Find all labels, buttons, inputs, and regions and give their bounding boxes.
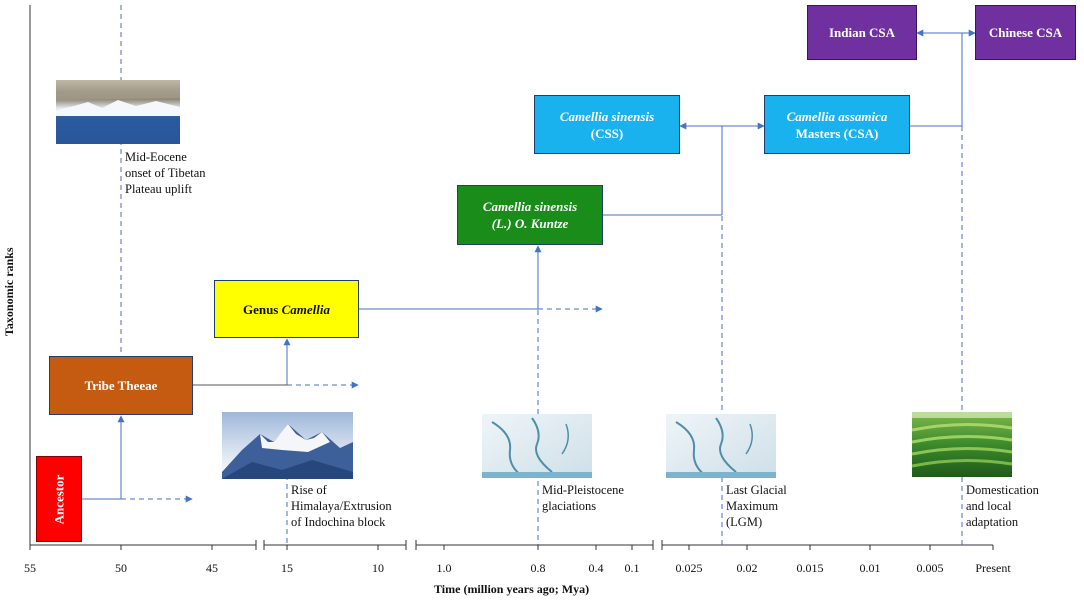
tick-label: 45 <box>206 561 218 575</box>
event-pleistocene-caption: Mid-Pleistocene glaciations <box>542 482 624 514</box>
tea-plantation-photo <box>912 412 1012 477</box>
event-domestication-caption: Domestication and local adaptation <box>966 482 1039 530</box>
csa-box: Camellia assamica Masters (CSA) <box>764 95 910 154</box>
chinese-csa-box: Chinese CSA <box>975 5 1076 60</box>
y-axis-title: Taxonomic ranks <box>2 247 16 336</box>
tick-label: 0.025 <box>675 561 703 575</box>
caption-line: of Indochina block <box>291 515 386 529</box>
ancestor-label: Ancestor <box>51 474 67 524</box>
caption-line: Himalaya/Extrusion <box>291 499 392 513</box>
css-box: Camellia sinensis (CSS) <box>534 95 680 154</box>
genus-camellia-label: Genus Camellia <box>243 301 330 318</box>
event-himalaya-caption: Rise of Himalaya/Extrusion of Indochina … <box>291 482 392 530</box>
tick-label: 0.015 <box>796 561 824 575</box>
css-line2: (CSS) <box>590 125 624 141</box>
caption-line: Maximum <box>726 499 779 513</box>
caption-line: Rise of <box>291 483 327 497</box>
genus-prefix: Genus <box>242 301 282 317</box>
x-axis-title: Time (million years ago; Mya) <box>434 582 590 596</box>
caption-line: Plateau uplift <box>125 182 192 196</box>
camellia-sinensis-box: Camellia sinensis (L.) O. Kuntze <box>457 185 603 245</box>
caption-line: and local <box>966 499 1012 513</box>
tick-label: 0.02 <box>736 561 758 575</box>
tick-label: 0.4 <box>588 561 604 575</box>
indian-csa-label: Indian CSA <box>828 25 896 40</box>
tick-label: 0.005 <box>916 561 944 575</box>
genus-camellia-box: Genus Camellia <box>214 280 359 338</box>
genus-name: Camellia <box>281 301 331 317</box>
csa-line2: Masters (CSA) <box>795 125 879 141</box>
tribe-theeae-label: Tribe Theeae <box>84 378 158 393</box>
tick-label: Present <box>975 561 1011 575</box>
tribe-theeae-box: Tribe Theeae <box>49 356 193 415</box>
tick-label: 0.8 <box>530 561 546 575</box>
tick-label: 15 <box>281 561 293 575</box>
tick-label: 1.0 <box>436 561 452 575</box>
tick-label: 0.1 <box>624 561 640 575</box>
glacier-photo-pleistocene <box>482 414 592 478</box>
tick-label: 10 <box>372 561 384 575</box>
lake-mountain-photo <box>56 80 180 144</box>
indian-csa-box: Indian CSA <box>807 5 917 60</box>
caption-line: onset of Tibetan <box>125 166 206 180</box>
css-line1: Camellia sinensis <box>559 108 655 124</box>
chinese-csa-label: Chinese CSA <box>988 25 1063 40</box>
caption-line: (LGM) <box>726 515 763 529</box>
glacier-photo-lgm <box>666 414 776 478</box>
x-axis <box>29 540 994 550</box>
camellia-sinensis-line1: Camellia sinensis <box>482 199 578 214</box>
ancestor-box: Ancestor <box>36 456 82 542</box>
tick-label: 0.01 <box>859 561 881 575</box>
event-tibetan-caption: Mid-Eocene onset of Tibetan Plateau upli… <box>125 149 206 197</box>
caption-line: glaciations <box>542 499 597 513</box>
snowy-mountain-photo <box>222 412 353 479</box>
event-lgm-caption: Last Glacial Maximum (LGM) <box>726 482 787 530</box>
camellia-sinensis-line2: (L.) O. Kuntze <box>491 216 569 231</box>
caption-line: Mid-Eocene <box>125 150 187 164</box>
caption-line: Domestication <box>966 483 1039 497</box>
tick-label: 50 <box>115 561 127 575</box>
caption-line: Mid-Pleistocene <box>542 483 624 497</box>
tick-label: 55 <box>24 561 36 575</box>
caption-line: adaptation <box>966 515 1019 529</box>
caption-line: Last Glacial <box>726 483 787 497</box>
csa-line1: Camellia assamica <box>786 108 888 124</box>
